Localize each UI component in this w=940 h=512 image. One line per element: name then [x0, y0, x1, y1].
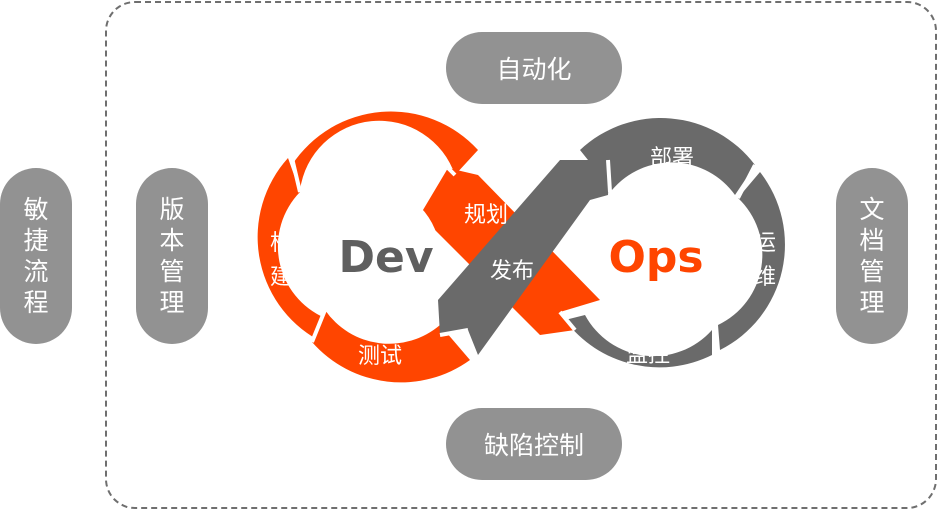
- version-management-pill[interactable]: 版 本 管 理: [136, 168, 208, 344]
- pill-char: 版: [159, 195, 185, 224]
- ops-segment-operate[interactable]: [718, 172, 785, 350]
- stage-label-plan: 规划: [464, 203, 508, 228]
- stage-label-operate-1: 运: [754, 231, 776, 256]
- defect-control-label: 缺陷控制: [483, 431, 584, 460]
- devops-scope-frame: [105, 1, 937, 509]
- pill-char: 流: [23, 257, 49, 286]
- stage-label-deploy: 部署: [650, 146, 694, 171]
- pill-char: 敏: [23, 195, 49, 224]
- dev-center: [304, 187, 440, 323]
- agile-process-pill[interactable]: 敏 捷 流 程: [0, 168, 72, 344]
- stage-label-test: 测试: [358, 344, 402, 369]
- stage-label-build-1: 构: [270, 231, 292, 256]
- segment-dividers: [290, 157, 757, 352]
- stage-label-code: 编码: [352, 149, 396, 174]
- ops-center: [590, 187, 726, 323]
- dev-title: Dev: [338, 232, 433, 283]
- pill-char: 理: [859, 288, 885, 317]
- pill-char: 本: [159, 226, 185, 255]
- ops-segment-monitor[interactable]: [565, 315, 712, 368]
- pill-char: 管: [159, 257, 185, 286]
- ops-segment-release-band[interactable]: [438, 160, 610, 355]
- stage-label-operate-2: 维: [754, 265, 776, 290]
- automation-pill[interactable]: 自动化: [446, 32, 622, 104]
- dev-segment-test[interactable]: [312, 310, 470, 383]
- dev-segment-code[interactable]: [292, 111, 478, 190]
- automation-label: 自动化: [496, 55, 572, 84]
- ops-segment-deploy[interactable]: [580, 118, 755, 195]
- pill-char: 管: [859, 257, 885, 286]
- pill-char: 理: [159, 288, 185, 317]
- pill-char: 文: [859, 195, 885, 224]
- dev-segment-build[interactable]: [257, 158, 325, 340]
- ops-ring: [438, 118, 785, 368]
- pill-char: 捷: [23, 226, 49, 255]
- stage-label-release: 发布: [490, 259, 534, 284]
- pill-char: 程: [23, 288, 49, 317]
- stage-label-build-2: 建: [270, 265, 292, 290]
- stage-label-monitor: 监控: [626, 343, 670, 368]
- document-management-pill[interactable]: 文 档 管 理: [836, 168, 908, 344]
- ops-title: Ops: [608, 232, 703, 283]
- defect-control-pill[interactable]: 缺陷控制: [446, 408, 622, 480]
- pill-char: 档: [859, 226, 885, 255]
